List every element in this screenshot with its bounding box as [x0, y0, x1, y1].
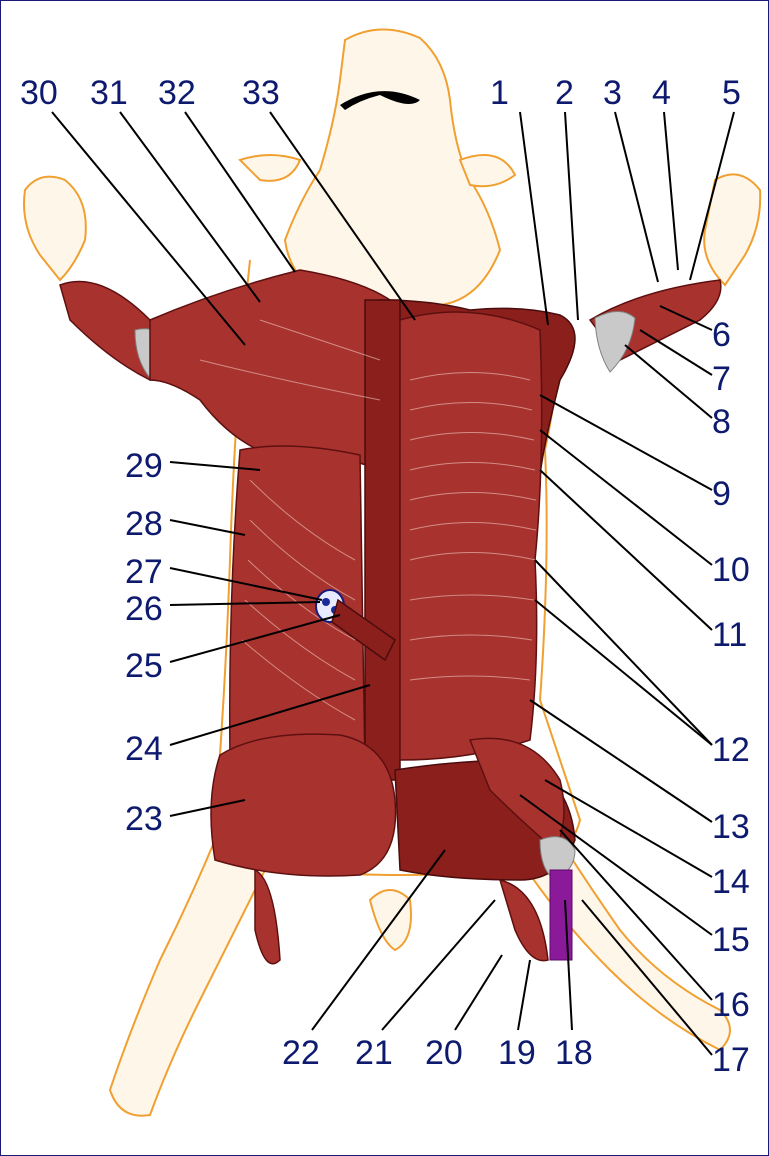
label-15: 15 [712, 921, 750, 959]
tail [370, 890, 411, 950]
right-carpal-tendon [595, 312, 635, 373]
label-16: 16 [712, 986, 750, 1024]
label-14: 14 [712, 863, 750, 901]
rectus-strip [365, 300, 400, 780]
label-5: 5 [722, 74, 741, 112]
label-9: 9 [712, 475, 731, 513]
left-thigh-muscle [211, 734, 396, 876]
label-32: 32 [158, 74, 196, 112]
label-13: 13 [712, 808, 750, 846]
label-30: 30 [20, 74, 58, 112]
right-shank-muscle [500, 880, 548, 961]
label-24: 24 [125, 730, 163, 768]
label-33: 33 [242, 74, 280, 112]
ear-left [240, 155, 300, 181]
label-7: 7 [712, 360, 731, 398]
label-27: 27 [125, 553, 163, 591]
label-23: 23 [125, 800, 163, 838]
ear-right [460, 155, 515, 186]
label-1: 1 [490, 74, 509, 112]
label-29: 29 [125, 447, 163, 485]
label-20: 20 [425, 1034, 463, 1072]
label-11: 11 [712, 616, 747, 654]
label-8: 8 [712, 403, 731, 441]
left-shoulder-muscle [150, 270, 391, 470]
label-6: 6 [712, 316, 731, 354]
left-forehoof [24, 177, 86, 280]
label-4: 4 [652, 74, 671, 112]
label-17: 17 [712, 1041, 750, 1079]
label-21: 21 [355, 1034, 393, 1072]
purple-band [550, 870, 572, 960]
label-2: 2 [555, 74, 574, 112]
label-18: 18 [555, 1034, 593, 1072]
label-3: 3 [603, 74, 622, 112]
right-trunk-muscle [400, 312, 542, 760]
label-12: 12 [712, 731, 750, 769]
label-28: 28 [125, 505, 163, 543]
left-hindleg [110, 840, 270, 1116]
vessel-lumen-1 [322, 598, 330, 606]
label-26: 26 [125, 590, 163, 628]
label-31: 31 [90, 74, 128, 112]
label-22: 22 [282, 1034, 320, 1072]
label-10: 10 [712, 551, 750, 589]
label-19: 19 [498, 1034, 536, 1072]
left-shank-muscle [255, 870, 280, 964]
label-25: 25 [125, 647, 163, 685]
